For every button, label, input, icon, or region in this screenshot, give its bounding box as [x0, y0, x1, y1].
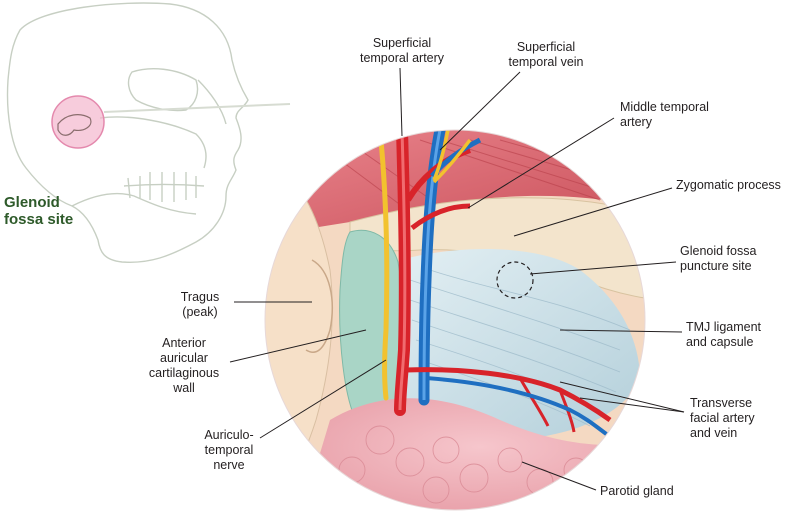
- leader-parotid-gland: [521, 461, 597, 491]
- leader-tmj-ligament: [559, 329, 683, 333]
- leader-middle-temporal-artery: [467, 117, 615, 209]
- label-text: TMJ ligament: [686, 320, 762, 334]
- leader-glenoid-fossa: [529, 261, 677, 275]
- skull-outline: [6, 2, 249, 264]
- skull-inset: [6, 2, 249, 264]
- label-text: Zygomatic process: [676, 178, 781, 192]
- transverse-facial-vein: [425, 376, 614, 440]
- label-text: nerve: [213, 458, 245, 472]
- label-text: Tragus: [180, 290, 220, 304]
- label-tmj-ligament: TMJ ligament and capsule: [686, 320, 761, 350]
- label-text: and capsule: [686, 335, 754, 349]
- leader-transverse-facial-1: [559, 381, 685, 413]
- glenoid-fossa-puncture-site: [496, 261, 534, 299]
- label-text: Superficial: [372, 36, 432, 50]
- label-text: puncture site: [680, 259, 752, 273]
- label-glenoid-fossa-puncture-site: Glenoid fossa puncture site: [680, 244, 756, 274]
- skull-teeth: [127, 172, 197, 202]
- magnified-circle-border: [264, 129, 646, 511]
- label-text: and vein: [690, 426, 738, 440]
- skull-nasal: [197, 79, 227, 125]
- label-text: Superficial: [516, 40, 576, 54]
- label-text: Glenoid fossa: [680, 244, 757, 258]
- label-text: (peak): [182, 305, 218, 319]
- label-text: wall: [173, 381, 195, 395]
- leader-transverse-facial-2: [579, 397, 685, 413]
- leader-anterior-auricular: [229, 329, 367, 363]
- label-superficial-temporal-artery: Superficial temporal artery: [352, 36, 452, 66]
- label-text: auricular: [160, 351, 208, 365]
- label-text: cartilaginous: [148, 366, 220, 380]
- middle-temporal-artery-branch: [410, 203, 471, 230]
- label-middle-temporal-artery: Middle temporal artery: [620, 100, 709, 130]
- label-transverse-facial: Transverse facial artery and vein: [690, 396, 755, 441]
- leader-zygomatic-process: [513, 187, 673, 237]
- label-tragus: Tragus (peak): [168, 290, 232, 320]
- tmj-ligament: [381, 249, 640, 440]
- inset-title-line-1: Glenoid: [4, 194, 60, 211]
- leader-lines: [229, 67, 685, 491]
- label-text: facial artery: [690, 411, 755, 425]
- leader-superficial-temporal-artery: [399, 67, 403, 137]
- transverse-facial-artery: [405, 367, 612, 423]
- inset-title-line-2: fossa site: [4, 211, 74, 228]
- label-text: Parotid gland: [600, 484, 674, 498]
- inset-joint-sketch: [57, 114, 92, 136]
- skull-jaw: [71, 192, 197, 215]
- label-text: Anterior: [162, 336, 206, 350]
- label-text: temporal vein: [508, 55, 584, 69]
- skull-orbit: [127, 68, 199, 112]
- label-text: Middle temporal: [620, 100, 709, 114]
- inset-pointer: [103, 103, 291, 113]
- leader-superficial-temporal-vein: [439, 71, 521, 151]
- label-text: artery: [620, 115, 652, 129]
- inset-title: Glenoid fossa site: [4, 194, 73, 228]
- label-superficial-temporal-vein: Superficial temporal vein: [496, 40, 596, 70]
- label-auriculotemporal-nerve: Auriculo- temporal nerve: [192, 428, 266, 473]
- label-text: Transverse: [690, 396, 753, 410]
- label-text: Auriculo-: [204, 428, 254, 442]
- label-zygomatic-process: Zygomatic process: [676, 178, 781, 193]
- skull-teeth-line: [123, 183, 205, 187]
- skull-cheek: [99, 116, 207, 169]
- label-text: temporal: [204, 443, 254, 457]
- label-parotid-gland: Parotid gland: [600, 484, 674, 499]
- label-text: temporal artery: [359, 51, 445, 65]
- auriculotemporal-nerve: [377, 130, 390, 401]
- label-anterior-auricular-wall: Anterior auricular cartilaginous wall: [138, 336, 230, 396]
- leader-auriculotemporal: [259, 359, 387, 439]
